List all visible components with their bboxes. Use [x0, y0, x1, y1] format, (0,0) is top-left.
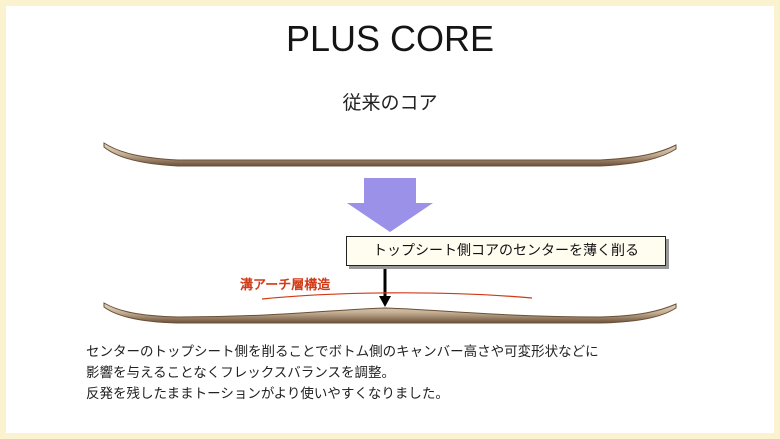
description-line: 反発を残したままトーションがより使いやすくなりました。: [86, 386, 449, 402]
arch-layer-line: [261, 292, 533, 300]
arch-layer-label: 溝アーチ層構造: [240, 278, 331, 293]
description-line: 影響を与えることなくフレックスバランスを調整。: [86, 365, 396, 381]
conventional-core-label: 従来のコア: [342, 92, 438, 114]
down-arrow-icon: [347, 178, 433, 232]
pointer-arrowhead: [379, 296, 391, 307]
description-text: センターのトップシート側を削ることでボトム側のキャンバー高さや可変形状などに 影…: [86, 342, 766, 405]
conventional-board-shape: [103, 142, 677, 167]
page-title: PLUS CORE: [285, 18, 495, 59]
plus-core-board-shape: [103, 302, 677, 324]
description-line: センターのトップシート側を削ることでボトム側のキャンバー高さや可変形状などに: [86, 344, 599, 360]
thin-center-callout: トップシート側コアのセンターを薄く削る: [346, 236, 666, 266]
